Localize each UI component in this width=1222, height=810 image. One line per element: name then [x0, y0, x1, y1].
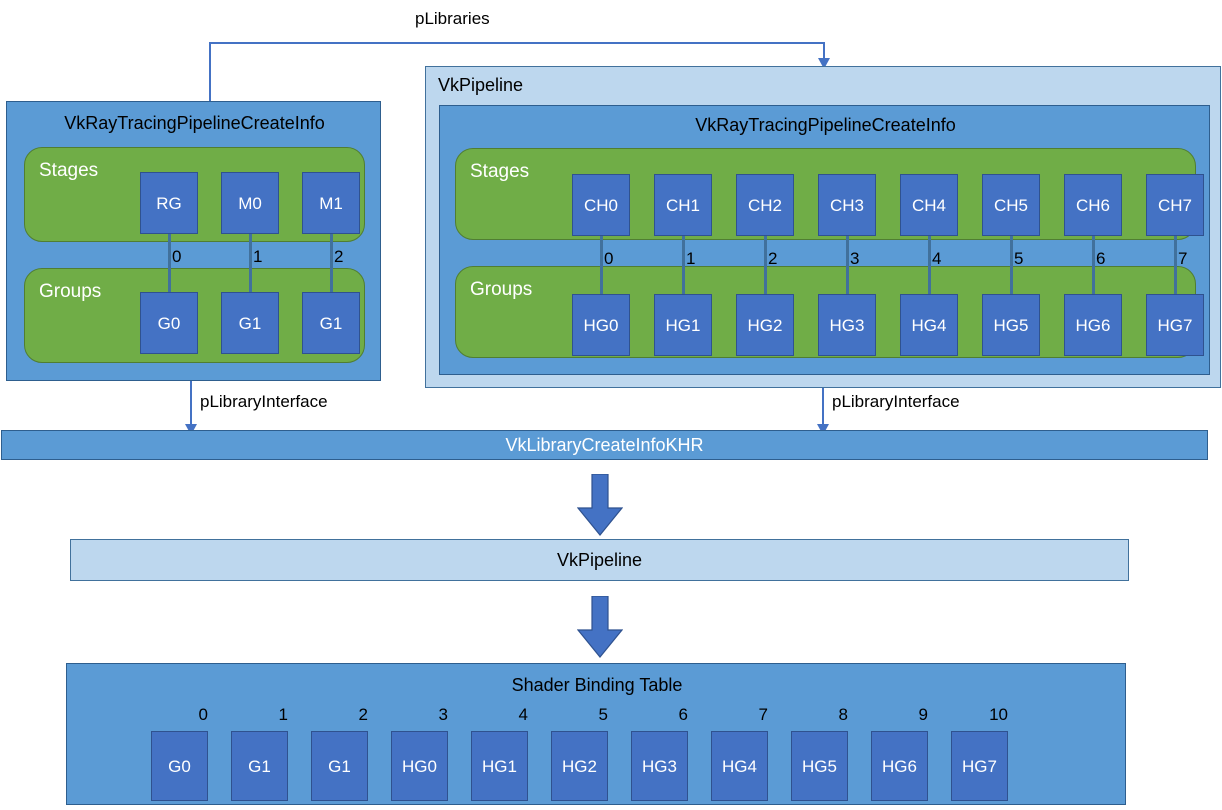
stage-group-index-label: 4: [932, 249, 942, 268]
stage-group-connector: [1009, 236, 1013, 294]
right-plibraryinterface-line: [822, 388, 824, 429]
plibraries-arrowhead-icon: [818, 58, 830, 69]
group-chip[interactable]: HG3: [818, 294, 876, 356]
stage-group-connector: [167, 234, 171, 292]
stage-group-index-label: 3: [850, 249, 860, 268]
sbt-entry-chip[interactable]: G1: [231, 731, 288, 801]
stage-group-connector: [1091, 236, 1095, 294]
vkpipeline-outer-panel: VkPipeline VkRayTracingPipelineCreateInf…: [425, 66, 1221, 388]
stage-group-index-label: 5: [1014, 249, 1024, 268]
plibraries-line-vertical-left: [209, 42, 211, 112]
sbt-entry-chip[interactable]: HG4: [711, 731, 768, 801]
left-create-info-panel: VkRayTracingPipelineCreateInfo Stages Gr…: [6, 101, 381, 381]
stage-group-connector: [845, 236, 849, 294]
sbt-index-label: 9: [918, 705, 928, 724]
left-plibraryinterface-arrowhead-icon: [185, 424, 197, 435]
group-chip[interactable]: HG7: [1146, 294, 1204, 356]
stage-group-index-label: 2: [768, 249, 778, 268]
right-plibraryinterface-arrowhead-icon: [817, 424, 829, 435]
vkpipeline-bar: VkPipeline: [70, 539, 1129, 581]
stage-group-connector: [681, 236, 685, 294]
sbt-index-label: 1: [278, 705, 288, 724]
stage-chip[interactable]: CH4: [900, 174, 958, 236]
stage-chip[interactable]: CH3: [818, 174, 876, 236]
group-chip[interactable]: HG0: [572, 294, 630, 356]
group-chip[interactable]: G0: [140, 292, 198, 354]
stage-group-index-label: 7: [1178, 249, 1188, 268]
stage-chip[interactable]: CH5: [982, 174, 1040, 236]
sbt-entry-chip[interactable]: HG6: [871, 731, 928, 801]
vkpipeline-bar-title: VkPipeline: [556, 549, 643, 570]
sbt-entry-chip[interactable]: HG5: [791, 731, 848, 801]
group-chip[interactable]: G1: [221, 292, 279, 354]
stage-chip[interactable]: CH6: [1064, 174, 1122, 236]
sbt-index-label: 6: [678, 705, 688, 724]
stage-group-connector: [248, 234, 252, 292]
stage-group-index-label: 6: [1096, 249, 1106, 268]
group-chip[interactable]: HG4: [900, 294, 958, 356]
sbt-index-label: 10: [989, 705, 1008, 724]
group-chip[interactable]: G1: [302, 292, 360, 354]
stage-group-connector: [329, 234, 333, 292]
vkpipeline-outer-title: VkPipeline: [438, 75, 524, 95]
stage-chip[interactable]: M1: [302, 172, 360, 234]
sbt-index-label: 0: [198, 705, 208, 724]
edge-label-plibraries: pLibraries: [415, 9, 490, 28]
plibraries-line-vertical-right: [823, 42, 825, 60]
stage-chip[interactable]: CH7: [1146, 174, 1204, 236]
sbt-index-label: 7: [758, 705, 768, 724]
edge-label-plibraryinterface-right: pLibraryInterface: [832, 392, 960, 411]
right-stages-label: Stages: [470, 161, 530, 182]
left-groups-label: Groups: [39, 281, 102, 302]
sbt-entry-chip[interactable]: HG2: [551, 731, 608, 801]
sbt-entry-chip[interactable]: HG0: [391, 731, 448, 801]
sbt-entry-chip[interactable]: HG7: [951, 731, 1008, 801]
vklibrarycreateinfokhr-bar-title: VkLibraryCreateInfoKHR: [505, 434, 704, 455]
edge-label-plibraryinterface-left: pLibraryInterface: [200, 392, 328, 411]
sbt-entry-chip[interactable]: G0: [151, 731, 208, 801]
group-chip[interactable]: HG1: [654, 294, 712, 356]
stage-chip[interactable]: RG: [140, 172, 198, 234]
stage-group-connector: [1173, 236, 1177, 294]
sbt-entry-chip[interactable]: HG1: [471, 731, 528, 801]
left-plibraryinterface-line: [190, 381, 192, 429]
sbt-index-label: 5: [598, 705, 608, 724]
left-create-info-title: VkRayTracingPipelineCreateInfo: [64, 113, 325, 133]
stage-group-index-label: 0: [172, 247, 182, 266]
right-create-info-panel: VkRayTracingPipelineCreateInfo Stages Gr…: [439, 105, 1210, 375]
shader-binding-table-title: Shader Binding Table: [511, 675, 683, 695]
left-stages-label: Stages: [39, 160, 99, 181]
plibraries-line-horizontal: [209, 42, 825, 44]
stage-chip[interactable]: CH1: [654, 174, 712, 236]
sbt-index-label: 3: [438, 705, 448, 724]
sbt-index-label: 4: [518, 705, 528, 724]
stage-group-index-label: 2: [334, 247, 344, 266]
block-arrow-down-2-icon: [577, 596, 623, 658]
stage-chip[interactable]: CH0: [572, 174, 630, 236]
stage-chip[interactable]: CH2: [736, 174, 794, 236]
right-create-info-title: VkRayTracingPipelineCreateInfo: [695, 115, 956, 135]
stage-group-index-label: 1: [253, 247, 263, 266]
stage-group-index-label: 0: [604, 249, 614, 268]
right-groups-label: Groups: [470, 279, 533, 300]
group-chip[interactable]: HG6: [1064, 294, 1122, 356]
stage-group-connector: [599, 236, 603, 294]
vklibrarycreateinfokhr-bar: VkLibraryCreateInfoKHR: [1, 430, 1208, 460]
sbt-index-label: 2: [358, 705, 368, 724]
sbt-entry-chip[interactable]: G1: [311, 731, 368, 801]
stage-chip[interactable]: M0: [221, 172, 279, 234]
group-chip[interactable]: HG2: [736, 294, 794, 356]
stage-group-connector: [927, 236, 931, 294]
group-chip[interactable]: HG5: [982, 294, 1040, 356]
stage-group-index-label: 1: [686, 249, 696, 268]
sbt-index-label: 8: [838, 705, 848, 724]
sbt-entry-chip[interactable]: HG3: [631, 731, 688, 801]
stage-group-connector: [763, 236, 767, 294]
block-arrow-down-1-icon: [577, 474, 623, 536]
